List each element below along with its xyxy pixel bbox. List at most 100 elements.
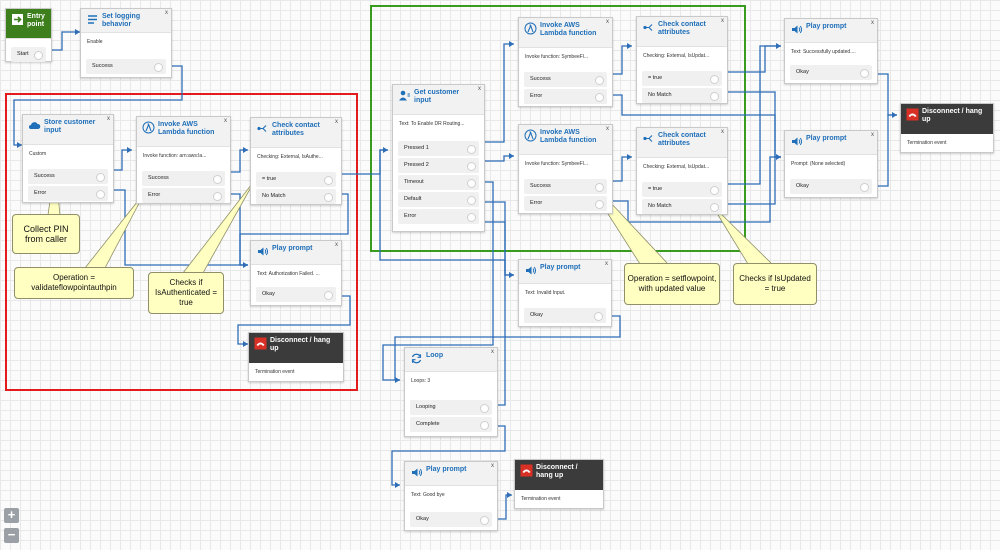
disconnect-main-node[interactable]: Disconnect / hang up Termination event bbox=[900, 103, 994, 153]
branch-error[interactable]: Error bbox=[142, 188, 225, 203]
branch-equals-true[interactable]: = true bbox=[642, 71, 722, 86]
close-icon[interactable]: x bbox=[491, 463, 494, 469]
zoom-in-button[interactable]: + bbox=[4, 508, 19, 523]
hang-up-icon bbox=[520, 464, 533, 477]
close-icon[interactable]: x bbox=[224, 118, 227, 124]
play-prompt-goodbye-node[interactable]: Play prompt x Text: Good bye Okay bbox=[404, 461, 498, 531]
node-subtitle: Invoke function: SymbeeFl... bbox=[525, 54, 589, 60]
get-customer-input-node[interactable]: Get customer input x Text: To Enable DR … bbox=[392, 84, 485, 232]
check-attributes-auth-node[interactable]: Check contact attributes x Checking: Ext… bbox=[250, 117, 342, 205]
close-icon[interactable]: x bbox=[606, 126, 609, 132]
branch-error[interactable]: Error bbox=[398, 209, 479, 224]
branch-no-match[interactable]: No Match bbox=[642, 88, 722, 103]
node-title: Disconnect / hang up bbox=[536, 464, 578, 479]
node-header: Disconnect / hang up bbox=[515, 460, 603, 490]
node-subtitle: Custom bbox=[29, 151, 47, 157]
branch-start[interactable]: Start bbox=[11, 47, 46, 62]
play-prompt-none-node[interactable]: Play prompt x Prompt: (None selected) Ok… bbox=[784, 130, 878, 198]
entry-point-node[interactable]: Entry point Start bbox=[5, 8, 52, 62]
loop-node[interactable]: Loop x Loops: 3 Looping Complete bbox=[404, 347, 498, 437]
node-subtitle: Checking: External, IsUpdat... bbox=[643, 164, 710, 170]
node-header: Play prompt x bbox=[785, 131, 877, 155]
hang-up-icon bbox=[906, 108, 919, 121]
node-subtitle: Termination event bbox=[521, 496, 561, 502]
play-prompt-success-node[interactable]: Play prompt x Text: Successfully updated… bbox=[784, 18, 878, 84]
branch-no-match[interactable]: No Match bbox=[642, 199, 722, 214]
branch-timeout[interactable]: Timeout bbox=[398, 175, 479, 190]
branch-success[interactable]: Success bbox=[142, 171, 225, 186]
arrowhead bbox=[243, 262, 248, 268]
arrowhead bbox=[509, 41, 514, 47]
check-attributes-updated-node-1[interactable]: Check contact attributes x Checking: Ext… bbox=[636, 16, 728, 104]
branch-error[interactable]: Error bbox=[28, 186, 108, 201]
connector-check-true-to-get-input bbox=[342, 149, 388, 175]
store-customer-input-node[interactable]: Store customer input x Custom Success Er… bbox=[22, 114, 114, 203]
invoke-lambda-set-node[interactable]: Invoke AWS Lambda function x Invoke func… bbox=[518, 17, 613, 107]
connector-timeout-to-loop bbox=[382, 181, 494, 381]
arrowhead bbox=[627, 43, 632, 49]
connector-check-nomatch-to-play bbox=[239, 193, 349, 266]
branch-pressed-2[interactable]: Pressed 2 bbox=[398, 158, 479, 173]
branch-pressed-1[interactable]: Pressed 1 bbox=[398, 141, 479, 156]
branch-complete[interactable]: Complete bbox=[410, 417, 492, 432]
node-header: Get customer input x bbox=[393, 85, 484, 115]
close-icon[interactable]: x bbox=[605, 261, 608, 267]
branch-okay[interactable]: Okay bbox=[790, 179, 872, 194]
close-icon[interactable]: x bbox=[165, 10, 168, 16]
disconnect-end-node[interactable]: Disconnect / hang up Termination event bbox=[514, 459, 604, 509]
set-logging-node[interactable]: Set logging behavior x Enable Success bbox=[80, 8, 172, 78]
close-icon[interactable]: x bbox=[335, 119, 338, 125]
branch-no-match[interactable]: No Match bbox=[256, 189, 336, 204]
invoke-lambda-auth-node[interactable]: Invoke AWS Lambda function x Invoke func… bbox=[136, 116, 231, 204]
invoke-lambda-set-node-2[interactable]: Invoke AWS Lambda function x Invoke func… bbox=[518, 124, 613, 214]
branch-error[interactable]: Error bbox=[524, 89, 607, 104]
node-title: Play prompt bbox=[272, 245, 313, 252]
branch-equals-true[interactable]: = true bbox=[256, 172, 336, 187]
branch-success[interactable]: Success bbox=[86, 59, 166, 74]
node-subtitle: Text: Successfully updated.... bbox=[791, 49, 856, 55]
branch-okay[interactable]: Okay bbox=[524, 308, 606, 323]
branch-looping[interactable]: Looping bbox=[410, 400, 492, 415]
node-title: Store customer input bbox=[44, 119, 96, 134]
connector-none-to-disconnect bbox=[878, 114, 897, 187]
branch-okay[interactable]: Okay bbox=[256, 287, 336, 302]
disconnect-auth-node[interactable]: Disconnect / hang up Termination event bbox=[248, 332, 344, 382]
branch-success[interactable]: Success bbox=[28, 169, 108, 184]
arrowhead bbox=[127, 147, 132, 153]
close-icon[interactable]: x bbox=[491, 349, 494, 355]
branch-success[interactable]: Success bbox=[524, 179, 607, 194]
note-checks-updated: Checks if IsUpdated = true bbox=[733, 263, 817, 305]
lambda-icon bbox=[524, 129, 537, 142]
branch-success[interactable]: Success bbox=[524, 72, 607, 87]
check-attributes-updated-node-2[interactable]: Check contact attributes x Checking: Ext… bbox=[636, 127, 728, 215]
branch-error[interactable]: Error bbox=[524, 196, 607, 211]
node-title: Play prompt bbox=[806, 135, 847, 142]
close-icon[interactable]: x bbox=[871, 20, 874, 26]
close-icon[interactable]: x bbox=[871, 132, 874, 138]
close-icon[interactable]: x bbox=[478, 86, 481, 92]
node-header: Store customer input x bbox=[23, 115, 113, 145]
connector-goodbye-to-disconnect bbox=[498, 494, 512, 520]
node-header: Invoke AWS Lambda function x bbox=[519, 125, 612, 155]
close-icon[interactable]: x bbox=[107, 116, 110, 122]
branch-okay[interactable]: Okay bbox=[410, 512, 492, 527]
branch-equals-true[interactable]: = true bbox=[642, 182, 722, 197]
connector-arrowheads bbox=[17, 29, 897, 498]
branch-okay[interactable]: Okay bbox=[790, 65, 872, 80]
arrowhead bbox=[892, 112, 897, 118]
close-icon[interactable]: x bbox=[721, 129, 724, 135]
lambda-icon bbox=[524, 22, 537, 35]
close-icon[interactable]: x bbox=[606, 19, 609, 25]
play-prompt-invalid-node[interactable]: Play prompt x Text: Invalid Input. Okay bbox=[518, 259, 612, 327]
note-set-flowpoint-operation: Operation = setflowpoint, with updated v… bbox=[624, 263, 720, 305]
node-subtitle: Invoke function: arn:aws:la... bbox=[143, 153, 207, 159]
node-header: Loop x bbox=[405, 348, 497, 372]
connector-success-to-disconnect bbox=[878, 73, 897, 116]
play-prompt-auth-failed-node[interactable]: Play prompt x Text: Authorization Failed… bbox=[250, 240, 342, 306]
node-title: Play prompt bbox=[540, 264, 581, 271]
zoom-out-button[interactable]: − bbox=[4, 528, 19, 543]
close-icon[interactable]: x bbox=[721, 18, 724, 24]
connector-lambda2-to-check2 bbox=[613, 45, 632, 75]
branch-default[interactable]: Default bbox=[398, 192, 479, 207]
close-icon[interactable]: x bbox=[335, 242, 338, 248]
